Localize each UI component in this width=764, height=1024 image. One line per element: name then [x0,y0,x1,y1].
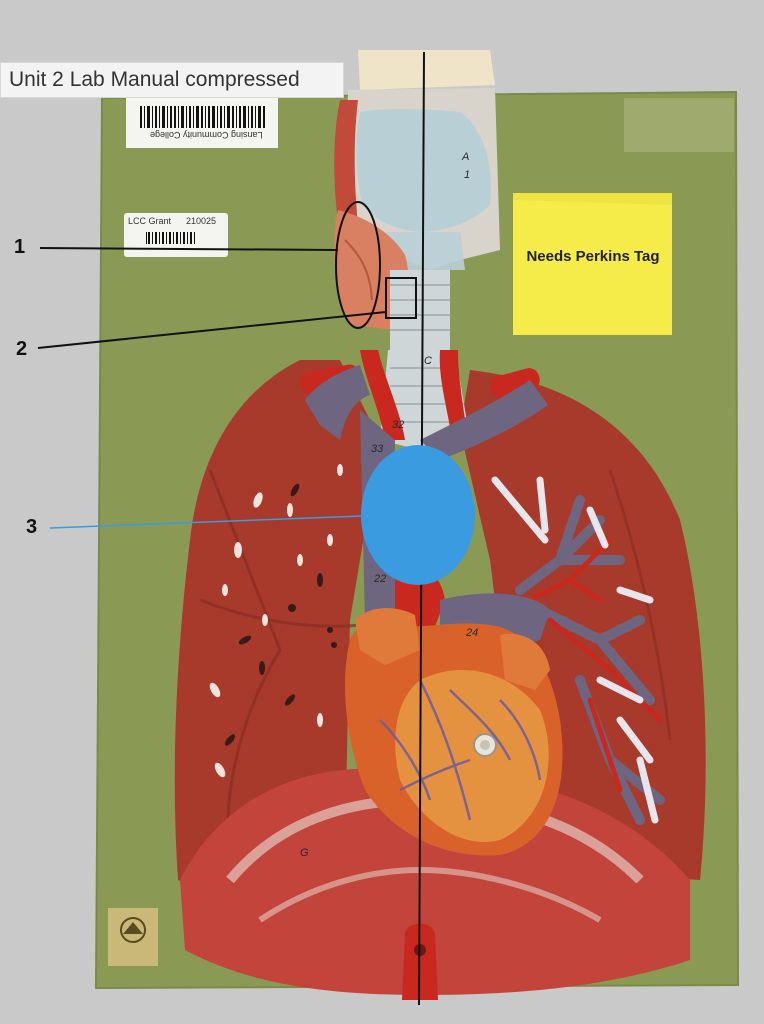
marking-32: 32 [392,419,404,431]
sticky-note-text: Needs Perkins Tag [526,248,660,265]
blue-marker-ellipse [361,445,475,585]
heart [345,608,563,856]
annotation-box-2 [385,277,417,319]
marking-c: C [424,355,432,367]
hyoid-bone [358,50,495,90]
muscle-strip [334,100,360,245]
barcode-grant-text: LCC Grant [128,216,172,226]
left-auricle [500,633,550,690]
marking-one: 1 [464,169,470,181]
barcode-grant-number: 210025 [186,216,217,226]
leader-line-1 [39,247,339,251]
marking-33: 33 [371,443,384,455]
marking-a: A [461,151,469,163]
barcode-tag-top [126,96,278,148]
marking-22: 22 [373,573,386,585]
annotation-ellipse-1 [335,201,381,329]
maker-logo [108,908,158,966]
yellow-sticky-note [513,193,672,335]
annotations [37,51,475,1006]
label-number-1: 1 [14,236,26,258]
marking-24: 24 [465,627,478,639]
label-number-2: 2 [16,338,28,360]
barcode-institution-text: Lansing Community College [150,130,263,140]
label-number-3: 3 [26,516,38,538]
leader-line-2 [37,311,387,349]
barcode-tag-side [124,213,228,257]
trachea-upper [390,270,450,350]
right-auricle [355,608,420,665]
window-title: Unit 2 Lab Manual compressed [0,62,344,98]
brachiocephalic-vein-right [305,365,370,440]
leader-line-3 [49,515,363,529]
left-lung-vessel-tree [491,476,665,825]
marking-g: G [300,847,309,859]
right-lung [174,360,380,900]
brachiocephalic-vein-left [420,380,548,460]
faded-label-top-right [624,98,734,152]
